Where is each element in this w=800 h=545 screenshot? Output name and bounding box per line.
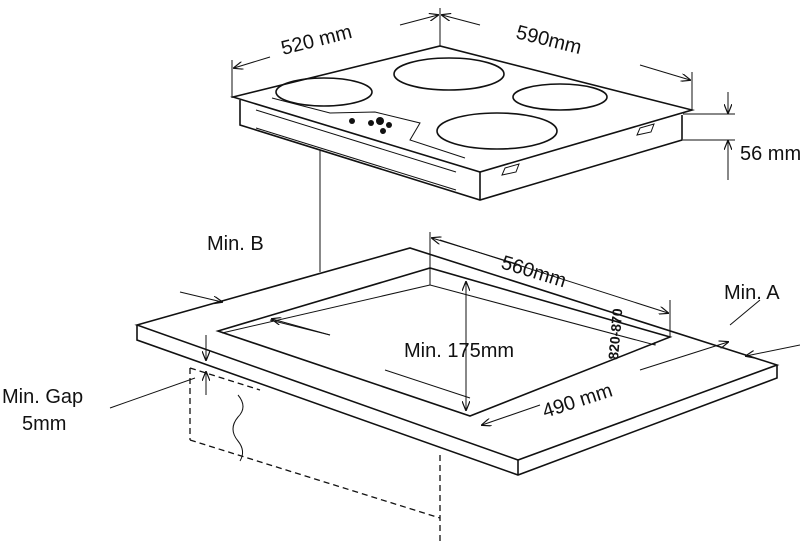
dimension-520: 520 mm [279,21,354,60]
label-min-b: Min. B [207,233,264,255]
cabinet-outline [189,367,441,545]
vent-grille [255,109,457,191]
worktop [134,247,780,476]
clip-icon [636,123,655,136]
cooking-zone [275,77,373,107]
cooking-zone [512,83,608,111]
clip-icon [501,163,520,176]
hob [229,45,696,201]
hob-glass-top [229,45,696,173]
dimension-56: 56 mm [740,143,800,165]
label-min-a: Min. A [724,282,780,304]
dimension-490: 490 mm [540,380,616,423]
cutout-dimensions [109,232,800,425]
hob-dimensions [231,8,735,180]
label-820-870: 820-870 [605,307,625,360]
cooking-zone [393,57,505,91]
cooking-zone [436,112,558,150]
label-gap-5mm: 5mm [22,413,66,435]
dimension-560: 560mm [499,252,569,293]
control-buttons [349,117,392,134]
label-min-175: Min. 175mm [404,340,514,362]
label-min-gap: Min. Gap [2,386,83,408]
dimension-590: 590mm [514,22,584,59]
